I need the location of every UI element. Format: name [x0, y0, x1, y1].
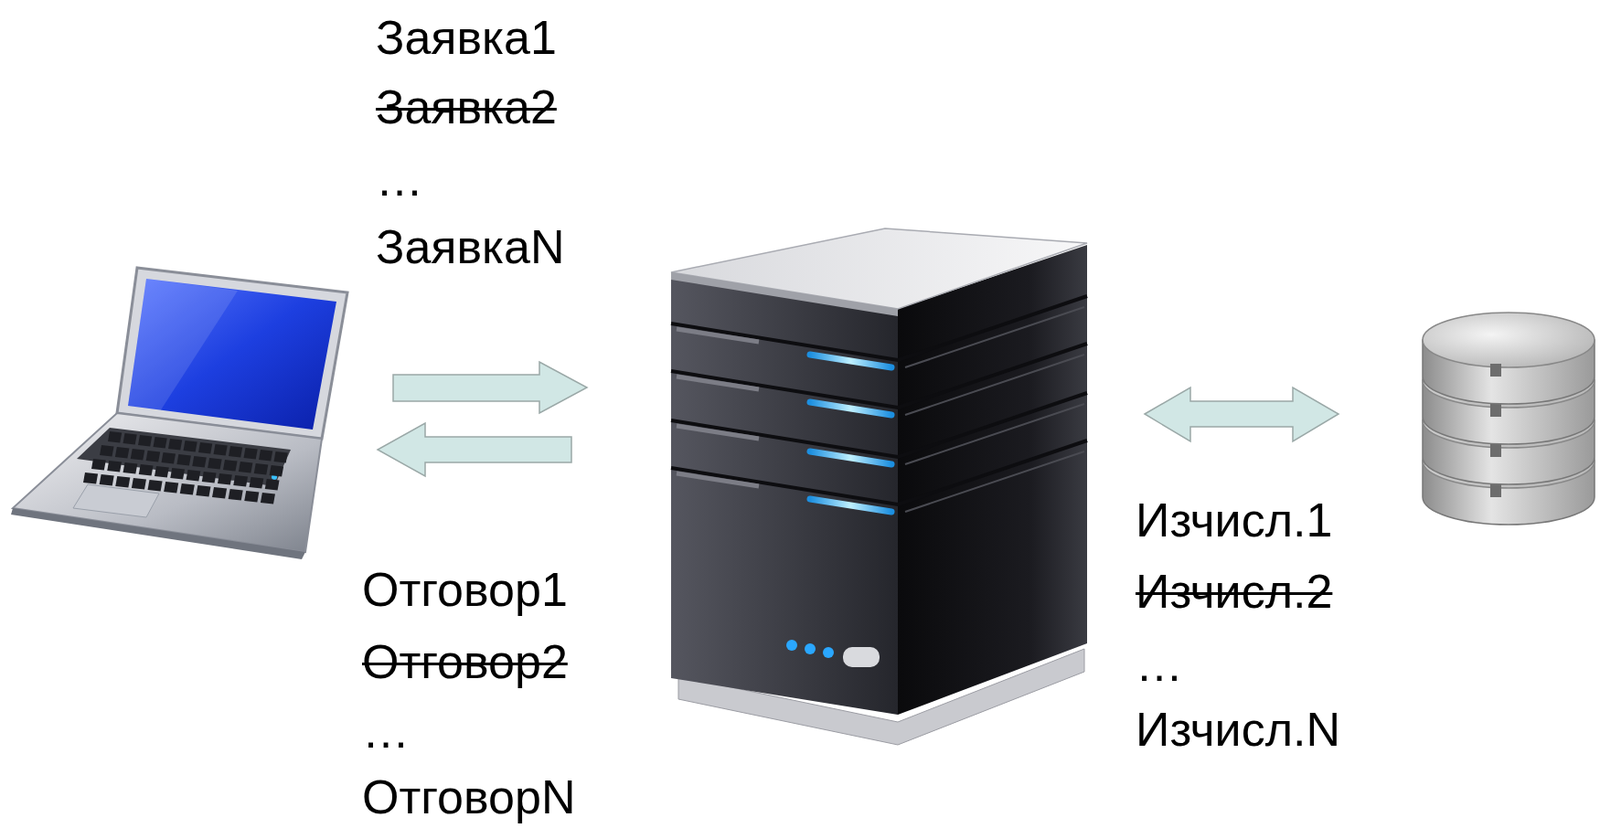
response-arrow — [377, 423, 572, 477]
database-icon — [1422, 312, 1595, 525]
server-status-lights — [786, 640, 880, 668]
request-arrow — [393, 362, 587, 414]
server-bays — [671, 296, 1088, 512]
request-label: Заявка2 — [375, 79, 557, 135]
server-icon — [671, 228, 1088, 746]
computation-label: Изчисл.1 — [1135, 492, 1333, 548]
request-label: ЗаявкаN — [375, 219, 565, 275]
ellipsis: … — [375, 151, 424, 207]
response-label: ОтговорN — [362, 769, 576, 825]
request-label: Заявка1 — [375, 10, 557, 65]
response-label: Отговор2 — [362, 634, 568, 690]
keyboard-keys — [83, 431, 288, 505]
compute-arrow — [1144, 387, 1339, 442]
ellipsis: … — [362, 704, 410, 759]
laptop-icon — [10, 267, 348, 560]
response-label: Отговор1 — [362, 562, 568, 618]
computation-label: Изчисл.2 — [1135, 564, 1333, 619]
computation-label: Изчисл.N — [1135, 702, 1341, 758]
ellipsis: … — [1135, 637, 1184, 693]
